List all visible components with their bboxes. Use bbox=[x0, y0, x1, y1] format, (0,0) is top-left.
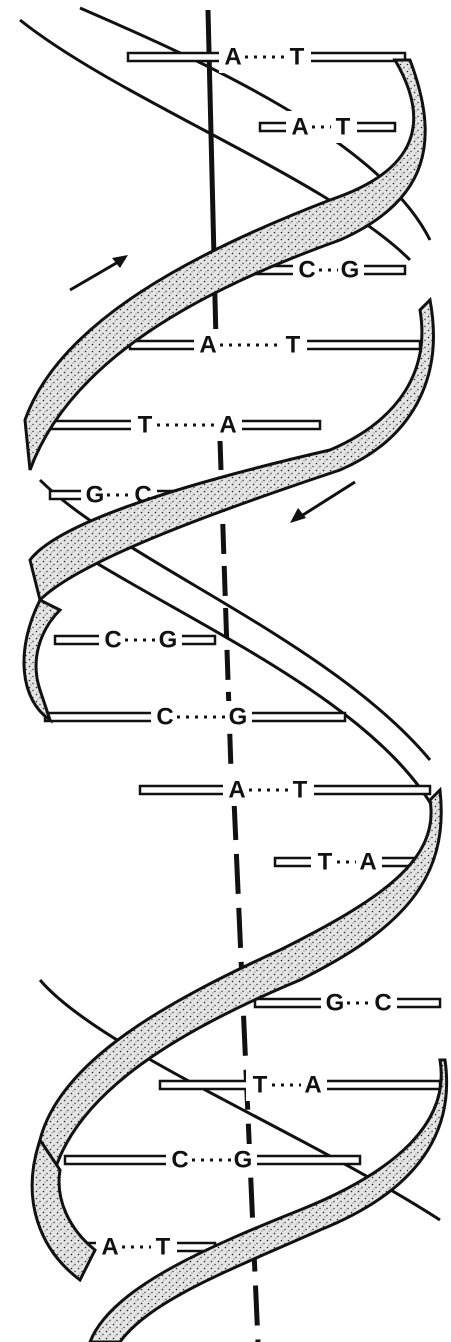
base-right-label: A bbox=[219, 411, 236, 438]
base-right-label: C bbox=[374, 989, 391, 1016]
base-left-label: C bbox=[156, 703, 173, 730]
back-strand bbox=[19, 6, 442, 1222]
base-left-label: A bbox=[224, 43, 241, 70]
base-right-label: A bbox=[304, 1071, 321, 1098]
front-ribbon-strand bbox=[22, 58, 449, 1342]
base-left-label: G bbox=[86, 481, 105, 508]
base-right-label: T bbox=[286, 331, 301, 358]
base-pair-label-background bbox=[151, 701, 252, 733]
base-right-label: T bbox=[156, 1233, 171, 1260]
ribbon-segment-4 bbox=[22, 597, 63, 724]
base-left-label: T bbox=[253, 1071, 268, 1098]
base-left-label: A bbox=[101, 1233, 118, 1260]
base-pair-label-background bbox=[96, 1231, 177, 1263]
base-left-label: G bbox=[326, 989, 345, 1016]
ribbon-segment-6 bbox=[88, 1058, 449, 1342]
ribbon-segment-3 bbox=[28, 296, 435, 603]
base-left-label: A bbox=[199, 331, 216, 358]
base-pair-label-background bbox=[99, 624, 182, 656]
strand-direction-arrow-up-icon bbox=[69, 255, 128, 292]
base-right-label: G bbox=[234, 1146, 253, 1173]
base-right-label: G bbox=[229, 703, 248, 730]
base-right-label: T bbox=[336, 113, 351, 140]
ribbon-segment-1 bbox=[23, 58, 427, 471]
base-pair-label-background bbox=[194, 329, 307, 361]
base-left-label: A bbox=[291, 113, 308, 140]
base-pair-label-background bbox=[246, 1069, 327, 1101]
base-right-label: A bbox=[359, 848, 376, 875]
base-left-label: C bbox=[171, 1146, 188, 1173]
base-left-label: A bbox=[228, 776, 245, 803]
base-left-label: T bbox=[138, 411, 153, 438]
base-right-label: G bbox=[159, 626, 178, 653]
base-right-label: T bbox=[290, 43, 305, 70]
strand-direction-arrow-down-icon bbox=[290, 480, 356, 523]
base-right-label: G bbox=[341, 256, 360, 283]
ribbon-segment-7 bbox=[30, 1136, 97, 1283]
base-left-label: C bbox=[104, 626, 121, 653]
base-left-label: C bbox=[298, 256, 315, 283]
base-left-label: T bbox=[318, 848, 333, 875]
base-right-label: T bbox=[293, 776, 308, 803]
